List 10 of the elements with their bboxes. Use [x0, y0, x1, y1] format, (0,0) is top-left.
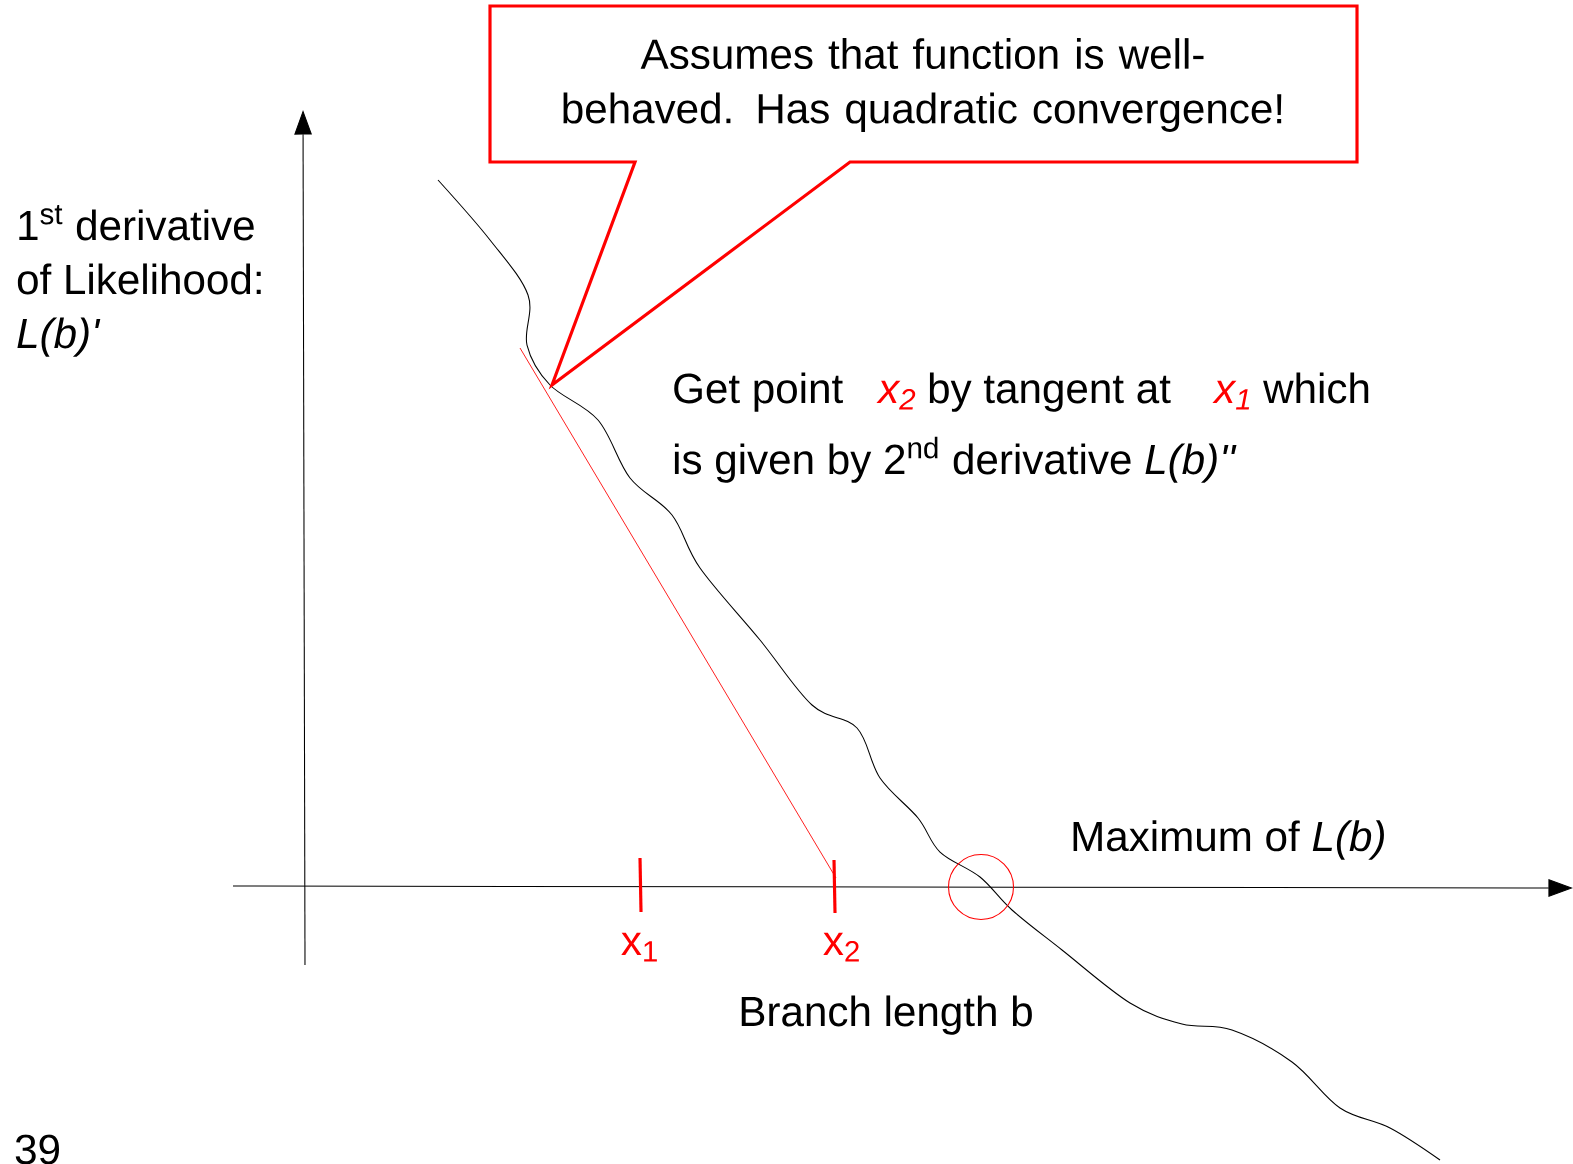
- page-number: 39: [15, 1134, 59, 1164]
- circle-marker: [948, 854, 1015, 921]
- tick-label: x$_{1}$: [621, 932, 657, 962]
- axis-label: of Likelihood:: [17, 263, 261, 295]
- axis-label: L(b)': [17, 317, 101, 357]
- axis-label: Branch length b: [741, 995, 1032, 1035]
- tick-label: x$_{2}$: [823, 932, 859, 962]
- annotation: Maximum of L(b): [1073, 820, 1384, 860]
- note-text: is given by 2$^{nd}$ derivative L(b)'': [674, 436, 1237, 483]
- axis-label: 1$^{st}$ derivative: [19, 205, 254, 241]
